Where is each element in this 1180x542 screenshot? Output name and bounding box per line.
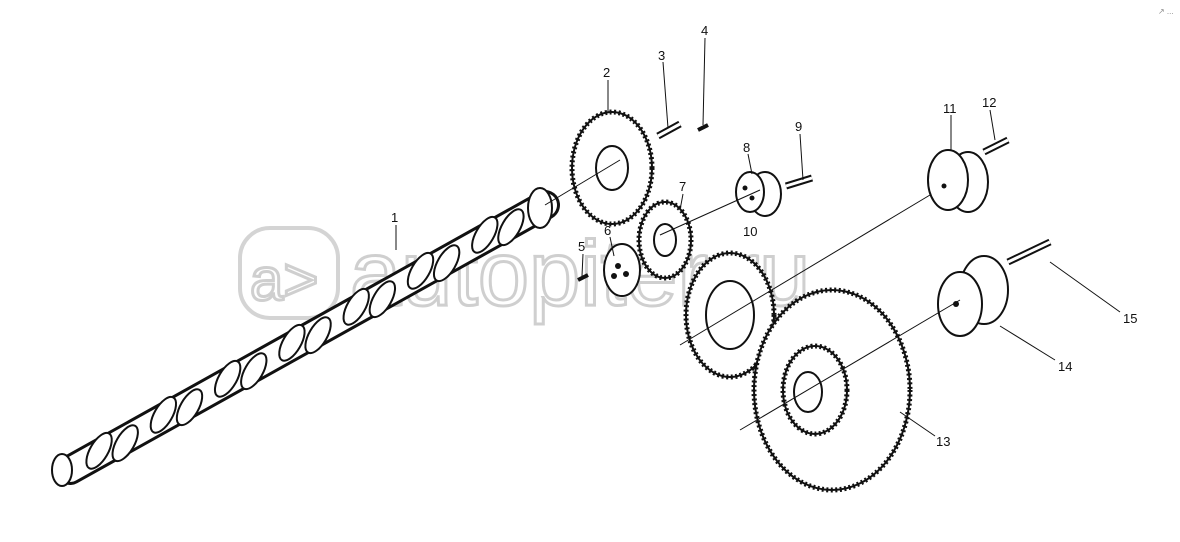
hub-14 (937, 255, 1009, 337)
callout-9: 9 (795, 119, 802, 134)
cam-lobe (278, 323, 306, 362)
bolt-15 (1006, 238, 1052, 266)
callout-5: 5 (578, 239, 585, 254)
cam-lobe (175, 388, 204, 427)
cam-lobe (342, 287, 370, 326)
callout-11: 11 (943, 101, 957, 116)
callout-13: 13 (936, 434, 950, 449)
cam-lobe (240, 352, 268, 391)
callout-6: 6 (604, 223, 611, 238)
camshaft (51, 187, 560, 487)
cam-lobe (432, 244, 461, 283)
washer-6 (603, 243, 641, 297)
cam-lobe (406, 251, 435, 290)
cam-lobe (149, 395, 178, 434)
hub-8 (735, 171, 782, 217)
cam-lobe (497, 208, 525, 247)
bolt-3 (656, 120, 682, 140)
cam-lobe (304, 316, 332, 355)
callout-4: 4 (701, 23, 708, 38)
callout-7: 7 (679, 179, 686, 194)
bolt-12 (982, 136, 1010, 156)
hub-11 (927, 149, 989, 213)
cam-lobe (85, 431, 113, 470)
callout-2: 2 (603, 65, 610, 80)
pin-5 (577, 273, 589, 282)
callout-3: 3 (658, 48, 665, 63)
callout-8: 8 (743, 140, 750, 155)
callout-1: 1 (391, 210, 398, 225)
corner-mark: ↗ ... (1158, 7, 1174, 16)
intermediate-gear-7 (636, 199, 694, 281)
cam-lobe (368, 280, 397, 319)
callout-14: 14 (1058, 359, 1072, 374)
camshaft-gear (569, 109, 655, 227)
callout-15: 15 (1123, 311, 1137, 326)
large-gear-13 (751, 287, 913, 493)
cam-lobe (213, 359, 242, 398)
bolt-9 (784, 174, 814, 190)
leader-lines (395, 37, 1121, 437)
callout-12: 12 (982, 95, 996, 110)
pin-4 (697, 123, 709, 132)
callout-10: 10 (743, 224, 757, 239)
watermark-logo: a> (250, 246, 318, 313)
cam-lobe (471, 215, 499, 254)
cam-lobe (111, 424, 139, 463)
